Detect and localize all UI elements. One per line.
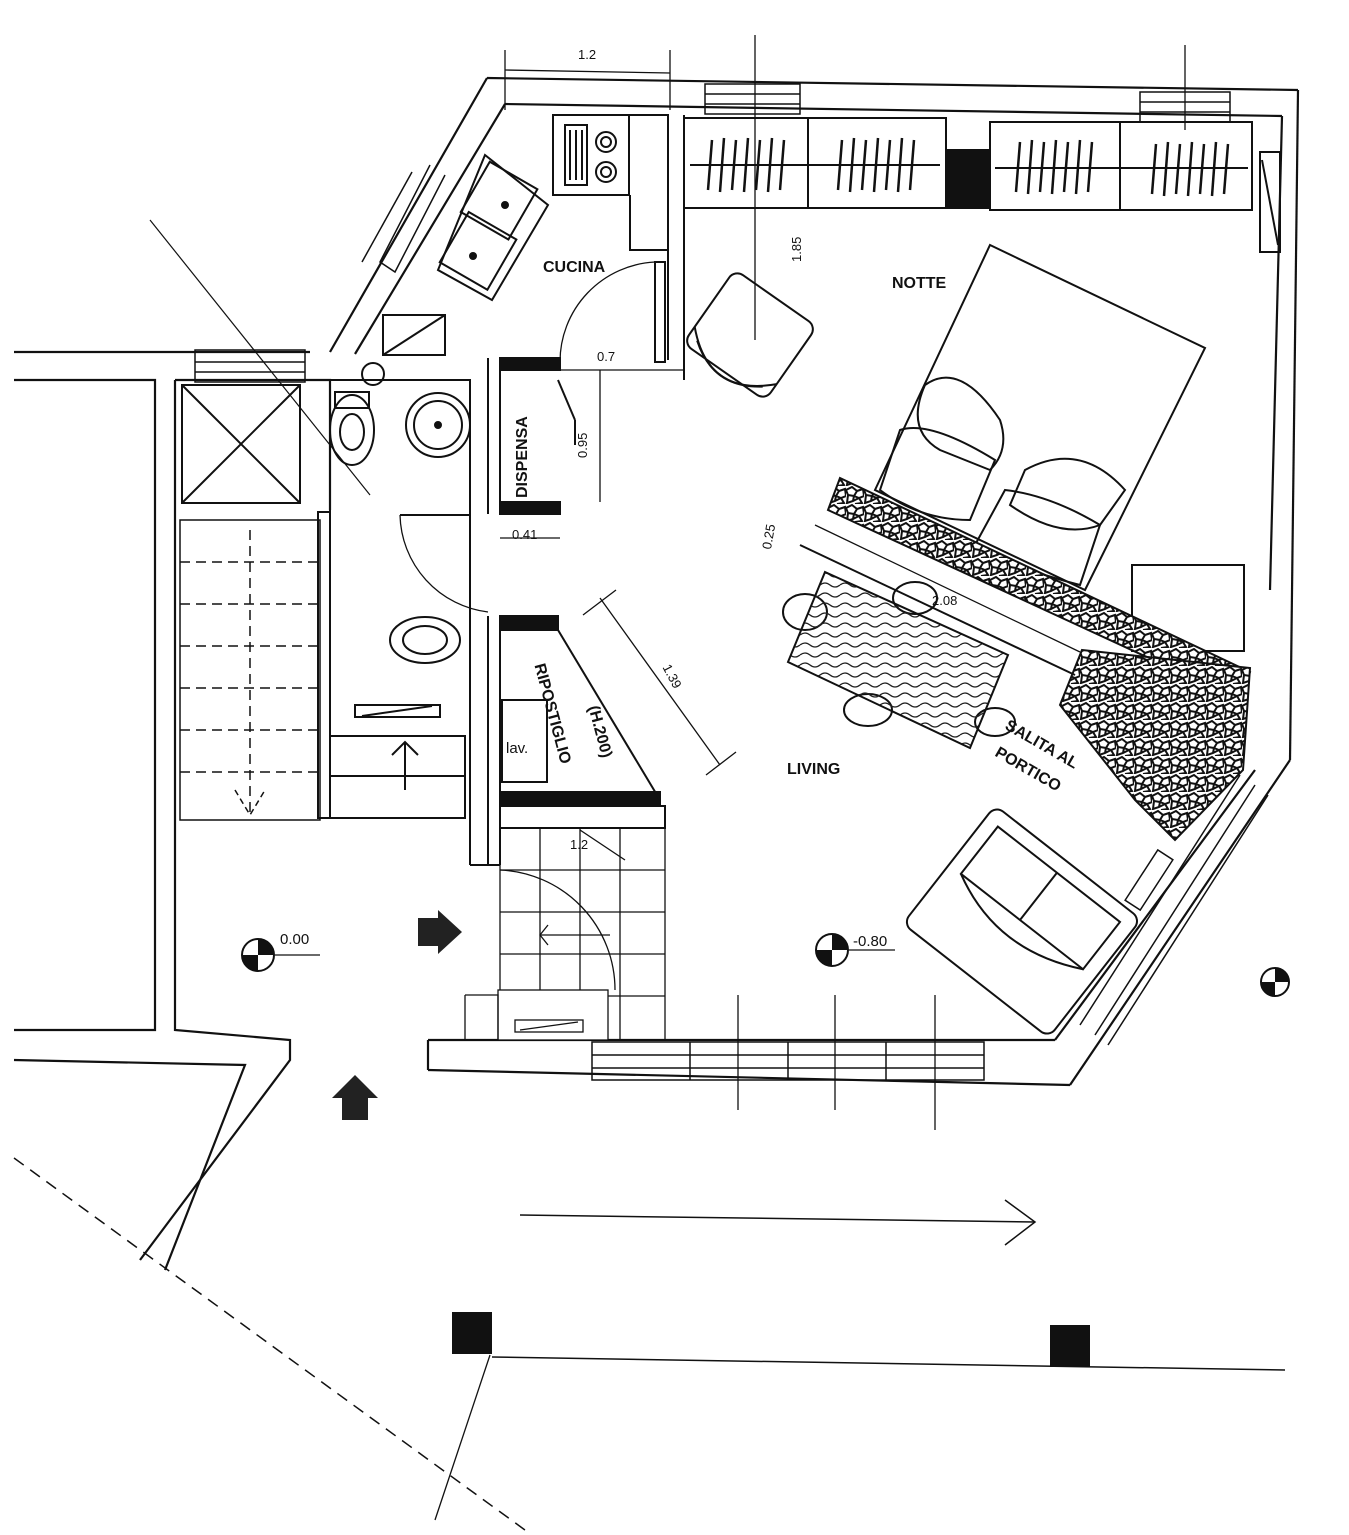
dim-platform-length: 2.08 [932, 593, 958, 608]
kitchen-window [361, 164, 446, 274]
wardrobes [683, 117, 1281, 253]
room-label-notte: NOTTE [892, 275, 947, 292]
label-lav: lav. [506, 740, 529, 757]
dim-entry-width: 1.2 [570, 837, 589, 852]
top-windows [194, 83, 1231, 383]
dim-dispensa-depth: 0.95 [575, 432, 590, 458]
dim-door-width: 0.7 [597, 349, 616, 364]
sofa [905, 808, 1138, 1035]
dim-wardrobe-depth: 1.85 [789, 236, 804, 262]
room-label-dispensa: DISPENSA [514, 416, 531, 498]
path-arrow [519, 1199, 1037, 1246]
dimension-lines [500, 35, 1186, 1130]
bathroom [181, 362, 489, 819]
storage-rooms [469, 357, 666, 866]
bottom-window [591, 1041, 985, 1081]
dim-dispensa-width: 0.41 [512, 527, 538, 542]
stairs [179, 519, 321, 821]
dining-table [782, 570, 1016, 750]
level-label-entry: 0.00 [280, 931, 310, 948]
se-window [1079, 774, 1269, 1046]
stone-partition [799, 476, 1252, 842]
entry-tiles [464, 827, 666, 1041]
room-label-living: LIVING [787, 761, 841, 778]
level-marker-living [815, 933, 895, 967]
door-swing [149, 219, 371, 496]
armchair [686, 272, 814, 398]
level-label-living: -0.80 [853, 933, 888, 950]
exterior-columns [13, 1157, 1286, 1531]
entrance-arrows [332, 910, 462, 1120]
kitchen [382, 114, 685, 380]
dim-kitchen-width: 1.2 [578, 47, 597, 62]
level-marker-right [1260, 967, 1290, 997]
level-marker-entry [241, 938, 320, 972]
room-label-cucina: CUCINA [543, 259, 606, 276]
